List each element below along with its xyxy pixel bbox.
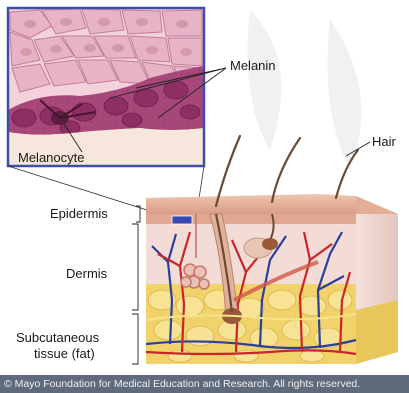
melanocyte-marker	[172, 216, 192, 224]
label-dermis: Dermis	[66, 266, 108, 281]
melanocyte-inset	[8, 8, 204, 166]
label-melanocyte: Melanocyte	[18, 150, 84, 165]
copyright-bar: © Mayo Foundation for Medical Education …	[0, 375, 409, 393]
skin-surface	[146, 194, 356, 214]
label-subcutaneous-line2: tissue (fat)	[34, 346, 95, 361]
label-subcutaneous-line1: Subcutaneous	[16, 330, 100, 345]
label-hair: Hair	[372, 134, 397, 149]
skin-block	[146, 194, 398, 364]
watermark	[248, 10, 362, 170]
label-epidermis: Epidermis	[50, 206, 108, 221]
label-melanin: Melanin	[230, 58, 276, 73]
